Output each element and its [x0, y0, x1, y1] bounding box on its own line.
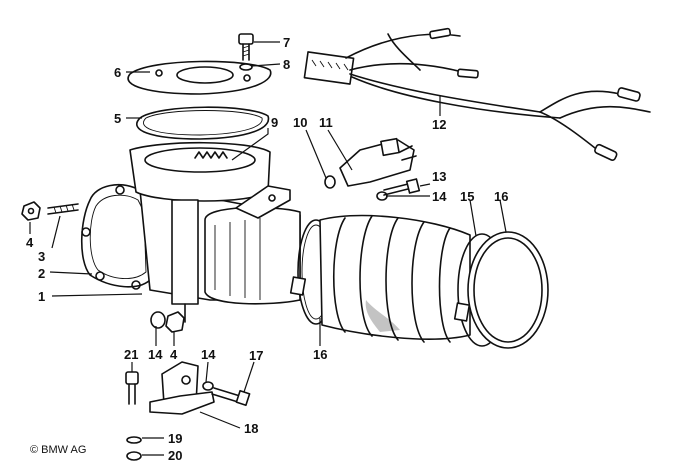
nut-4a [21, 201, 41, 221]
leader-lines [29, 41, 507, 456]
callout-18: 18 [244, 421, 258, 436]
washer-14a [376, 191, 388, 201]
callout-19: 19 [168, 431, 182, 446]
callout-15: 15 [460, 189, 474, 204]
callout-14-c: 14 [201, 347, 216, 362]
callout-6: 6 [114, 65, 121, 80]
rubber-boot [319, 214, 471, 343]
gasket [136, 106, 270, 140]
cover-plate [127, 60, 272, 95]
callout-7: 7 [283, 35, 290, 50]
callout-11: 11 [319, 115, 333, 130]
stud-3 [47, 203, 79, 215]
callout-2: 2 [38, 266, 45, 281]
washer-10 [324, 175, 336, 189]
callout-10: 10 [293, 115, 307, 130]
screw-7 [238, 33, 254, 61]
callout-5: 5 [114, 111, 121, 126]
callout-4-b: 4 [170, 347, 178, 362]
screw-17 [211, 387, 251, 407]
callout-14-b: 14 [148, 347, 163, 362]
bracket-18 [149, 361, 215, 415]
washer-14b [150, 311, 166, 329]
copyright-notice: © BMW AG [30, 444, 87, 456]
callout-14-a: 14 [432, 189, 447, 204]
bolt-13 [383, 178, 421, 196]
callout-16-a: 16 [494, 189, 508, 204]
callout-labels: 7 6 8 5 9 10 11 12 13 14 15 16 4 3 2 1 1… [26, 35, 508, 461]
washer-19 [126, 436, 142, 444]
callout-17: 17 [249, 348, 263, 363]
nut-4b [165, 311, 185, 333]
callout-1: 1 [38, 289, 45, 304]
callout-13: 13 [432, 169, 446, 184]
throttle-housing [80, 141, 301, 323]
callout-8: 8 [283, 57, 290, 72]
callout-4-a: 4 [26, 235, 34, 250]
callout-9: 9 [271, 115, 278, 130]
washer-14c [202, 381, 214, 391]
throttle-switch [339, 137, 417, 187]
callout-20: 20 [168, 448, 182, 461]
nut-20 [126, 451, 142, 461]
screw-21 [125, 371, 139, 405]
wiring-harness [303, 27, 651, 161]
callout-3: 3 [38, 249, 45, 264]
callout-21: 21 [124, 347, 138, 362]
rubber-ring [467, 231, 549, 349]
washer-8 [239, 63, 253, 71]
callout-16-b: 16 [313, 347, 327, 362]
callout-12: 12 [432, 117, 446, 132]
